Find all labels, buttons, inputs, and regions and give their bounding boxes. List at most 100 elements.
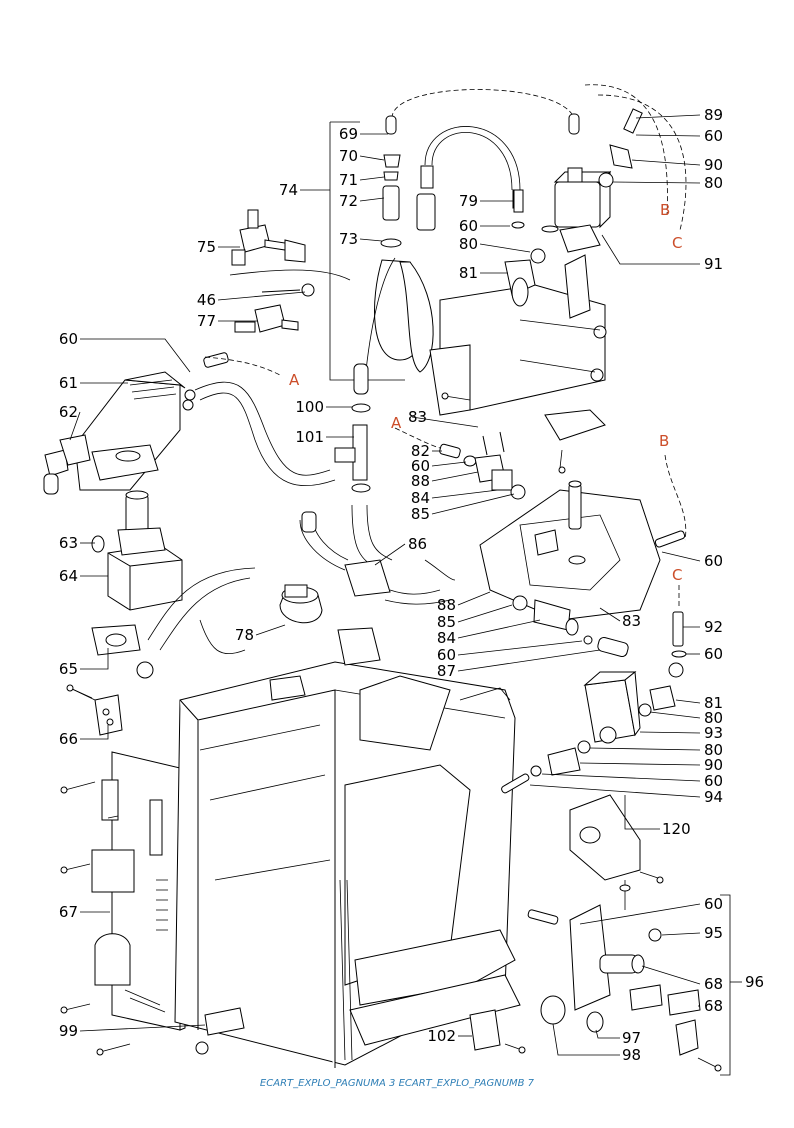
leader-lines	[69, 114, 701, 1056]
label-90-bottom: 90	[704, 756, 723, 774]
label-87: 87	[437, 662, 456, 680]
label-93: 93	[704, 724, 723, 742]
bracket-74-frame	[300, 121, 405, 381]
pump-64	[91, 490, 183, 611]
label-98: 98	[622, 1046, 641, 1064]
label-79: 79	[459, 192, 478, 210]
label-83-top: 83	[408, 408, 427, 426]
label-60-79: 60	[459, 217, 478, 235]
clip-102	[469, 1009, 501, 1051]
label-73: 73	[339, 230, 358, 248]
valve-93	[501, 662, 684, 794]
footer-reference: ECART_EXPLO_PAGNUMA 3 ECART_EXPLO_PAGNUM…	[259, 1078, 535, 1089]
label-60-reservoir: 60	[59, 330, 78, 348]
flowmeter-86	[299, 511, 456, 605]
part-labels: 69 70 71 72 73 74 75 46 77 60 61 62 63 6…	[59, 106, 764, 1064]
label-65: 65	[59, 660, 78, 678]
switch-77	[229, 269, 351, 333]
label-77: 77	[197, 312, 216, 330]
label-60-base: 60	[704, 552, 723, 570]
part-78	[136, 567, 323, 679]
label-80-93: 80	[704, 741, 723, 759]
label-67: 67	[59, 903, 78, 921]
label-80-valve: 80	[704, 174, 723, 192]
label-60-82: 60	[411, 457, 430, 475]
label-69: 69	[339, 125, 358, 143]
label-102: 102	[427, 1027, 456, 1045]
label-97: 97	[622, 1029, 641, 1047]
label-90-top: 90	[704, 156, 723, 174]
top-hose-assembly	[364, 84, 687, 381]
label-60-84: 60	[437, 646, 456, 664]
label-100: 100	[295, 398, 324, 416]
label-72: 72	[339, 192, 358, 210]
brew-base	[479, 480, 661, 621]
main-frame	[174, 627, 521, 1068]
t-fitting-101	[334, 363, 393, 571]
label-68-top: 68	[704, 975, 723, 993]
label-70: 70	[339, 147, 358, 165]
connector-a-reservoir: A	[289, 371, 300, 389]
label-63: 63	[59, 534, 78, 552]
label-46: 46	[197, 291, 216, 309]
label-66: 66	[59, 730, 78, 748]
part-92	[654, 454, 687, 658]
label-81-top: 81	[459, 264, 478, 282]
connector-c-top: C	[672, 234, 682, 252]
dispenser-96	[527, 894, 742, 1076]
label-96: 96	[745, 973, 764, 991]
label-88-bottom: 88	[437, 596, 456, 614]
clamp-65	[91, 624, 141, 656]
label-60-dispenser: 60	[704, 895, 723, 913]
label-91: 91	[704, 255, 723, 273]
hose-61-101	[182, 352, 336, 487]
connector-b-top: B	[660, 201, 670, 219]
label-78: 78	[235, 626, 254, 644]
mounting-bracket	[429, 284, 607, 441]
label-62: 62	[59, 403, 78, 421]
label-74: 74	[279, 181, 298, 199]
label-75: 75	[197, 238, 216, 256]
label-61: 61	[59, 374, 78, 392]
label-101: 101	[295, 428, 324, 446]
switch-75	[231, 209, 306, 266]
connector-c-92: C	[672, 566, 682, 584]
fittings-79-81	[504, 189, 546, 307]
screws	[60, 392, 722, 1072]
fittings-84-87	[512, 595, 629, 658]
connector-a-fitting: A	[391, 414, 402, 432]
label-60-89: 60	[704, 127, 723, 145]
label-99: 99	[59, 1022, 78, 1040]
bracket-66	[69, 687, 123, 736]
label-85-bottom: 85	[437, 613, 456, 631]
label-95: 95	[704, 924, 723, 942]
label-80-81: 80	[704, 709, 723, 727]
label-84-bottom: 84	[437, 629, 456, 647]
label-60-92: 60	[704, 645, 723, 663]
label-86: 86	[408, 535, 427, 553]
label-60-90: 60	[704, 772, 723, 790]
label-94: 94	[704, 788, 723, 806]
part-99	[195, 1007, 245, 1055]
connector-letters: A A B B C C	[289, 201, 682, 584]
label-85-top: 85	[411, 505, 430, 523]
label-120: 120	[662, 820, 691, 838]
label-83-bottom: 83	[622, 612, 641, 630]
fittings-82-85	[439, 431, 526, 500]
bracket-120	[569, 794, 641, 910]
label-92: 92	[704, 618, 723, 636]
label-71: 71	[339, 171, 358, 189]
label-80-top: 80	[459, 235, 478, 253]
water-reservoir	[43, 371, 186, 495]
connector-b-base: B	[659, 432, 669, 450]
label-82: 82	[411, 442, 430, 460]
control-board-67	[91, 751, 186, 1031]
label-88-top: 88	[411, 472, 430, 490]
label-81-bottom: 81	[704, 694, 723, 712]
label-64: 64	[59, 567, 78, 585]
label-89: 89	[704, 106, 723, 124]
label-84-top: 84	[411, 489, 430, 507]
label-68-bottom: 68	[704, 997, 723, 1015]
